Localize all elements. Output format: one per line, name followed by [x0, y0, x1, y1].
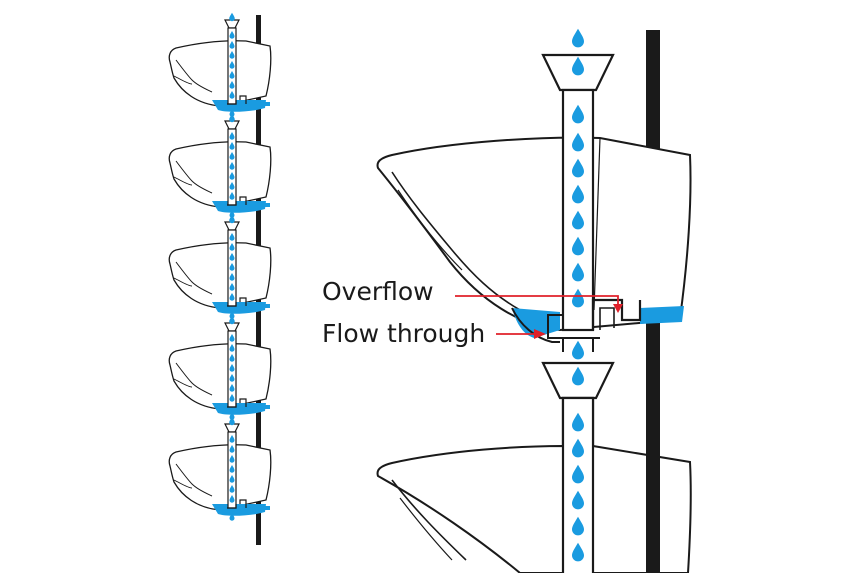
overflow-label: Overflow [322, 277, 434, 306]
upper-tube [561, 88, 595, 332]
lower-planter-pot [376, 444, 564, 573]
flow-through-arrow [496, 329, 546, 339]
enlarged-detail: Overflow Flow through [322, 28, 692, 573]
small-planter-5 [169, 417, 271, 521]
small-planter-stack [169, 13, 271, 545]
overflow-arrow [455, 295, 623, 313]
flow-through-label: Flow through [322, 319, 485, 348]
overflow-channel [591, 298, 642, 330]
small-planter-2 [169, 114, 271, 218]
small-planter-1 [169, 13, 271, 117]
small-planter-3 [169, 215, 271, 319]
small-planter-4 [169, 316, 271, 420]
upper-planter-pot [376, 136, 692, 332]
water-drop-icon [572, 340, 584, 360]
water-drop-icon [572, 28, 584, 48]
